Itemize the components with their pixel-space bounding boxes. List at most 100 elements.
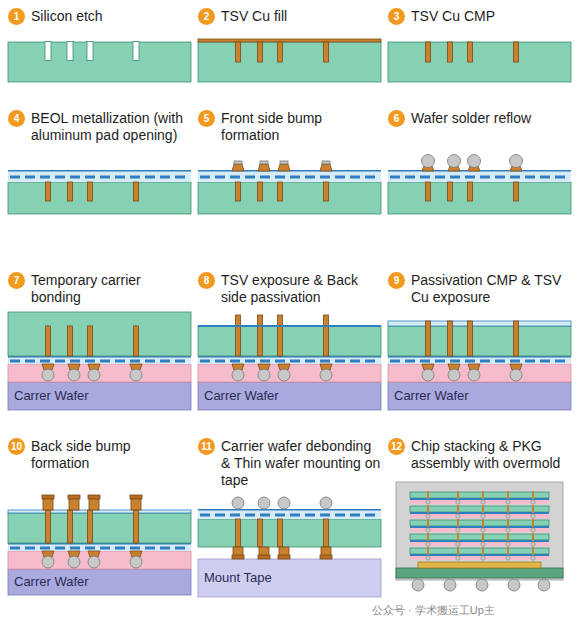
step-title: Chip stacking & PKG assembly with overmo… [411,438,571,472]
layer-label: Carrer Wafer [388,382,571,410]
wafer-band: Carrer Wafer [198,382,381,410]
micro-bump [506,500,510,504]
step-number: 4 [8,110,25,127]
die-tsv [427,491,429,499]
wafer-band: Carrer Wafer [8,569,191,595]
micro-bump [456,500,460,504]
die-tsv [427,547,429,555]
tsv-copper [324,182,329,201]
bump-cap [88,495,100,499]
substrate [396,568,563,578]
trench [67,42,73,61]
micro-bump [481,514,485,518]
micro-bump [506,556,510,560]
micro-bump [426,514,430,518]
micro-bump [506,528,510,532]
solder-ball [68,369,80,381]
passivation-layer [388,321,571,326]
step-number-circle: 11Carrier wafer debonding & Thin wafer m… [198,438,215,455]
die-tsv [482,547,484,555]
watermark: 公众号 · 学术搬运工Up主 [372,603,495,618]
step-title: TSV Cu fill [221,8,381,25]
solder-cap [234,161,242,164]
bump-cap [130,495,142,499]
tsv-copper [88,326,93,356]
tsv-copper [258,182,263,201]
backside-bump [89,498,99,510]
backside-bump [43,498,53,510]
beol-layer [198,356,381,364]
tsv-copper [426,182,431,201]
tsv-copper [258,42,263,62]
beol-layer [198,170,381,182]
front-side-wafer [8,170,191,214]
thin-wafer-on-tape [198,497,381,597]
micro-bump [531,500,535,504]
layer-label: Carrer Wafer [198,382,381,410]
step-title: Passivation CMP & TSV Cu exposure [411,272,571,306]
passivation-line [198,325,381,327]
tsv-copper [236,182,241,201]
die-tsv [482,505,484,513]
solder-ball [508,579,520,591]
solder-ball [130,556,142,568]
solder-cap [322,161,330,164]
step-title: Back side bump formation [31,438,191,472]
tsv-copper [514,42,519,62]
micro-bump [426,500,430,504]
solder-ball [468,369,480,381]
wafer-band: Carrer Wafer [8,382,191,410]
tsv-copper [278,519,283,547]
bump-cap [320,555,332,559]
die-adhesive [410,556,549,560]
step-number-circle: 5Front side bump formation [198,110,215,127]
tsv-copper [426,42,431,62]
die-passivation [410,540,549,542]
step-title: Silicon etch [31,8,191,25]
die-tsv [532,491,534,499]
step-number-circle: 6Wafer solder reflow [388,110,405,127]
tsv-copper [468,182,473,201]
tsv-copper [236,42,241,62]
bump-cap [258,555,270,559]
silicon [198,182,381,214]
solder-ball [130,369,142,381]
micro-bump [426,528,430,532]
bump-cap [68,495,80,499]
layer-label: Carrer Wafer [8,382,191,410]
tsv-copper [426,321,431,356]
die-tsv [532,505,534,513]
step-number-circle: 10Back side bump formation [8,438,25,455]
step-number: 10 [8,438,25,455]
die-passivation [410,512,549,514]
step-title: TSV Cu CMP [411,8,571,25]
step-number: 1 [8,8,25,25]
solder-cap [280,161,288,164]
tsv-copper [514,182,519,201]
overmold [396,482,563,580]
tsv-copper [134,510,139,543]
beol-layer [8,356,191,364]
solder-ball [42,556,54,568]
step-number: 2 [198,8,215,25]
step-title: Front side bump formation [221,110,381,144]
silicon [8,513,191,543]
metal-line [390,360,569,363]
tsv-copper [46,182,51,201]
micro-bump [481,542,485,546]
tsv-copper [514,321,519,356]
step-number: 8 [198,272,215,289]
micro-bump [456,528,460,532]
solder-ball [88,556,100,568]
tsv-copper [68,182,73,201]
copper-overburden [198,39,381,42]
beol-layer [8,170,191,182]
die-tsv [457,533,459,541]
tsv-copper [278,182,283,201]
solder-ball [422,369,434,381]
micro-bump [506,514,510,518]
solder-cap [260,161,268,164]
beol-layer [388,170,571,182]
die-tsv [507,505,509,513]
